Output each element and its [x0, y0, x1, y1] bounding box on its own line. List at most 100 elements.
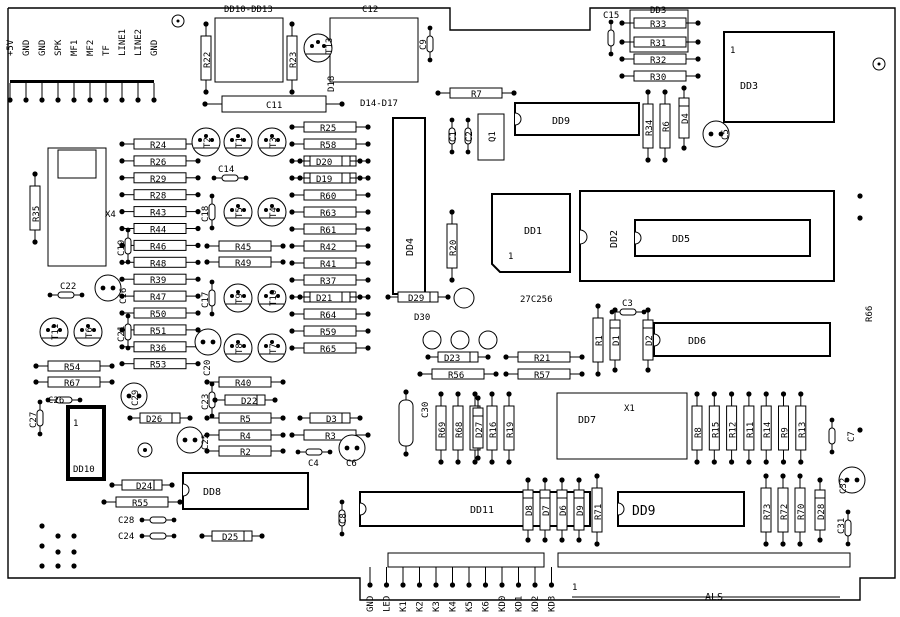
svg-text:C24: C24: [118, 532, 134, 542]
diode-d25: D25: [198, 530, 266, 543]
top-connector-pin-label: GND: [38, 40, 48, 56]
capacitor-c30: C30: [398, 389, 431, 457]
chip-label-dd6: DD6: [688, 336, 706, 347]
bottom-connector-pin-3: K1: [399, 567, 409, 612]
diode-d8: D8: [522, 476, 535, 544]
diode-d20: D20: [296, 155, 364, 168]
svg-text:T13: T13: [325, 38, 335, 54]
resistor-r36: R36: [118, 341, 202, 354]
resistor-r58: R58: [288, 138, 372, 151]
svg-text:C5: C5: [721, 129, 731, 140]
resistor-r64: R64: [288, 308, 372, 321]
capacitor-c8: C8: [338, 499, 349, 537]
transistor-t6: T6: [73, 317, 103, 347]
svg-text:D22: D22: [241, 397, 257, 407]
resistor-r69: R69: [435, 390, 448, 466]
resistor-r55: R55: [100, 496, 184, 509]
resistor-r60: R60: [288, 189, 372, 202]
svg-text:R69: R69: [438, 422, 448, 438]
svg-text:R6: R6: [662, 121, 672, 132]
bottom-connector-pin-label: GND: [366, 596, 376, 612]
chip-dd4: DD4: [392, 117, 426, 295]
svg-text:C21: C21: [117, 326, 127, 342]
top-connector-pin-3: GND: [38, 40, 48, 103]
svg-text:C14: C14: [218, 165, 234, 175]
resistor-r29: R29: [118, 172, 202, 185]
capacitor-c19: C19: [117, 227, 132, 265]
svg-text:D3: D3: [326, 415, 337, 425]
svg-text:C7: C7: [847, 431, 857, 442]
diode-d28: D28: [814, 476, 827, 544]
svg-text:R73: R73: [763, 504, 773, 520]
diode-d19: D19: [296, 172, 364, 185]
svg-text:D19: D19: [316, 175, 332, 185]
bottom-connector-pin-label: K2: [416, 601, 426, 612]
svg-text:R19: R19: [506, 422, 516, 438]
bottom-connector-pin-11: KD2: [531, 567, 541, 612]
svg-text:C16: C16: [119, 288, 129, 304]
capacitor-c6: C6: [338, 434, 366, 469]
svg-text:R67: R67: [64, 379, 80, 389]
chip-label-dd2: DD2: [609, 230, 620, 248]
bottom-connector-pin-10: KD1: [515, 567, 525, 612]
svg-text:R9: R9: [781, 427, 791, 438]
resistor-r13: R13: [795, 390, 808, 466]
eprom-label: 27C256: [520, 295, 553, 305]
resistor-r46: R46: [118, 239, 202, 252]
capacitor-c11: C11: [202, 95, 345, 113]
label-27c256: 27C256: [520, 295, 553, 305]
svg-text:R32: R32: [650, 56, 666, 66]
resistor-r63: R63: [288, 206, 372, 219]
top-connector-pin-5: MF1: [70, 40, 80, 103]
svg-text:D29: D29: [408, 294, 424, 304]
resistor-r19: R19: [503, 390, 516, 466]
label-dd3-top: DD3: [650, 6, 666, 16]
capacitor-c23: C23: [201, 381, 216, 419]
svg-text:C2: C2: [465, 131, 475, 142]
svg-text:R61: R61: [320, 226, 336, 236]
svg-text:C3: C3: [622, 299, 633, 309]
svg-text:D9: D9: [576, 505, 586, 516]
bottom-connector-pin-7: K5: [465, 567, 475, 612]
resistor-r44: R44: [118, 223, 202, 236]
capacitor-c25: C25: [176, 426, 211, 454]
svg-text:R48: R48: [150, 259, 166, 269]
resistor-r11: R11: [743, 390, 756, 466]
resistor-r72: R72: [777, 472, 790, 548]
svg-text:T5: T5: [235, 207, 245, 218]
capacitor-c24: C24: [118, 532, 177, 542]
top-connector-pin-label: LINE1: [118, 29, 128, 56]
svg-text:R47: R47: [150, 293, 166, 303]
capacitor-c7: C7: [828, 417, 857, 455]
svg-text:D25: D25: [222, 533, 238, 543]
svg-text:T3: T3: [269, 137, 279, 148]
svg-text:C19: C19: [117, 240, 127, 256]
svg-text:R25: R25: [320, 124, 336, 134]
resistor-r6: R6: [659, 88, 672, 164]
transistor-t11: T11: [39, 317, 69, 347]
svg-text:R71: R71: [594, 504, 604, 520]
resistor-r25: R25: [288, 121, 372, 134]
bottom-connector-pin-12: KD3: [548, 567, 558, 612]
svg-text:R35: R35: [32, 206, 42, 222]
top-connector-pin-label: +5V: [6, 39, 16, 56]
chip-label-dd4: DD4: [405, 238, 416, 256]
transistor-row-center: [422, 287, 498, 350]
svg-text:C9: C9: [419, 39, 429, 50]
svg-text:R37: R37: [320, 277, 336, 287]
resistor-r34: R34: [642, 88, 655, 164]
diode-d24: D24: [108, 479, 176, 492]
svg-text:T8: T8: [235, 343, 245, 354]
diode-d26: D26: [126, 412, 194, 425]
svg-text:1: 1: [508, 252, 513, 262]
left-resistor-column: R24R26R29R28R43R44R46R48R39R47R50R51R36R…: [118, 138, 202, 371]
svg-text:C23: C23: [201, 394, 211, 410]
bottom-connector-pin-5: K3: [432, 567, 442, 612]
transistor-q1: Q1: [477, 113, 505, 161]
capacitor-c22: C22: [47, 282, 85, 299]
svg-text:R16: R16: [489, 422, 499, 438]
resistor-r37: R37: [288, 274, 372, 287]
svg-text:R60: R60: [320, 192, 336, 202]
svg-text:D28: D28: [817, 504, 827, 520]
svg-text:T10: T10: [269, 290, 279, 306]
